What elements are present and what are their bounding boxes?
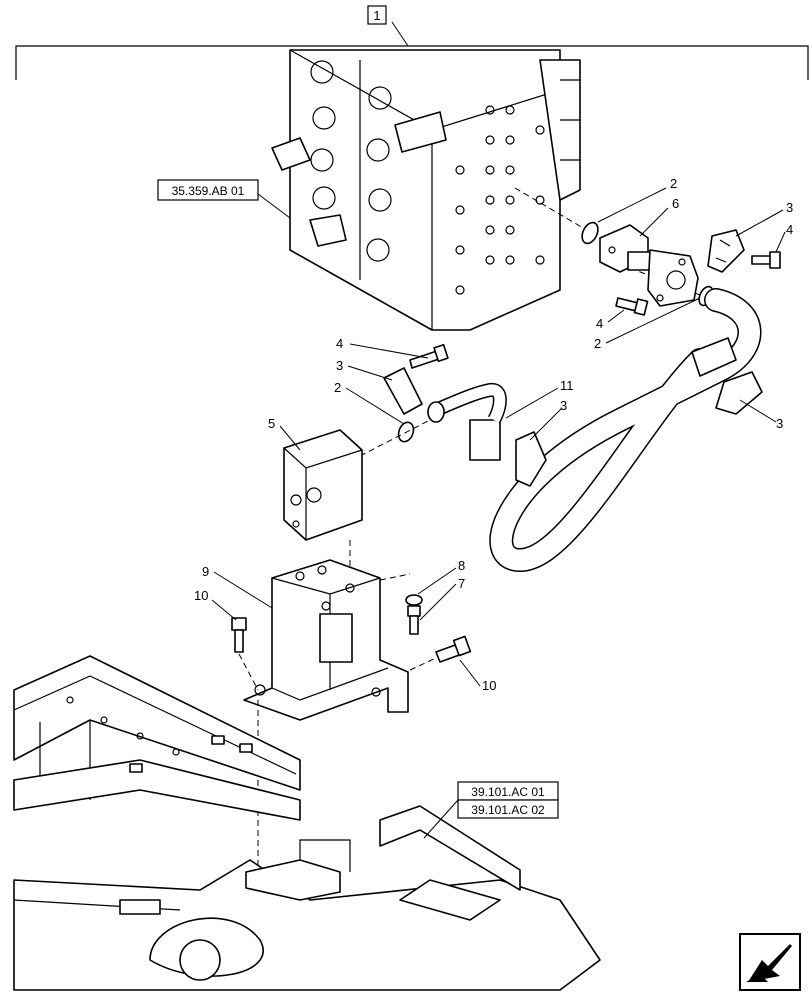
callout-2-right: 2 <box>594 336 601 351</box>
callout-leaders <box>211 187 786 687</box>
ref-frame-1: 39.101.AC 01 <box>471 785 545 799</box>
half-flange-left <box>383 367 423 415</box>
axis-block-hose <box>359 419 431 457</box>
bolt-10-left <box>231 617 247 653</box>
callout-6: 6 <box>672 196 679 211</box>
callout-2-left: 2 <box>334 380 341 395</box>
screw-top-right <box>751 251 781 269</box>
group-label: 1 <box>373 8 380 23</box>
washer <box>405 594 423 606</box>
ref-frame-2: 39.101.AC 02 <box>471 803 545 817</box>
o-ring-upper <box>581 221 599 245</box>
axis-valve-flange <box>514 187 591 233</box>
callout-3-right-lower: 3 <box>776 416 783 431</box>
mounting-bracket <box>243 559 409 721</box>
half-flange-top-right <box>707 229 745 273</box>
callout-8: 8 <box>458 558 465 573</box>
callout-10-right: 10 <box>482 678 496 693</box>
half-flange-middle <box>515 431 547 487</box>
ref-frame: 39.101.AC 01 39.101.AC 02 <box>423 781 559 839</box>
callout-11: 11 <box>560 378 574 393</box>
control-valve-block <box>271 49 581 332</box>
axis-washer <box>379 573 411 581</box>
callout-5: 5 <box>268 416 275 431</box>
upper-frame-rear <box>13 655 301 821</box>
flange-adapter <box>599 224 699 307</box>
manifold-block <box>283 429 363 541</box>
callout-3-middle: 3 <box>560 398 567 413</box>
callout-9: 9 <box>202 564 209 579</box>
group-bracket: 1 <box>15 5 809 80</box>
lower-frame-front <box>13 805 601 991</box>
callout-4-flange: 4 <box>596 316 603 331</box>
bolt-7 <box>407 605 421 635</box>
next-page-arrow-icon[interactable] <box>738 932 802 992</box>
bolt-10-right <box>435 635 472 663</box>
callout-3-left: 3 <box>336 358 343 373</box>
axis-bolt-right <box>409 657 437 671</box>
ref-valve: 35.359.AB 01 <box>157 179 291 219</box>
callout-4-top-right: 4 <box>786 222 793 237</box>
hose-assembly <box>427 288 762 573</box>
ref-valve-label: 35.359.AB 01 <box>172 184 245 198</box>
callouts: 2 6 3 4 4 2 4 3 2 11 3 5 3 9 8 7 10 10 <box>194 176 793 693</box>
axis-bolt-left <box>238 653 259 691</box>
half-flange-right-lower <box>715 371 763 415</box>
callout-7: 7 <box>458 576 465 591</box>
callout-3-top-right: 3 <box>786 200 793 215</box>
callout-2-upper: 2 <box>670 176 677 191</box>
callout-10-left: 10 <box>194 588 208 603</box>
screw-below-flange <box>615 297 649 316</box>
screw-left <box>409 343 449 369</box>
callout-4-left: 4 <box>336 336 343 351</box>
